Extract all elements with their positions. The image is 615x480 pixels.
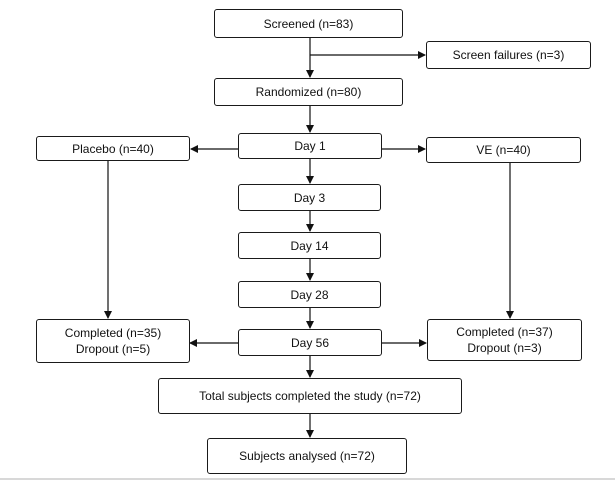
placebo-completed-box: Completed (n=35) Dropout (n=5) (36, 319, 190, 363)
day14-label: Day 14 (290, 238, 329, 253)
day28-box: Day 28 (238, 281, 381, 308)
placebo-label: Placebo (n=40) (72, 141, 154, 156)
placebo-dropout-label: Dropout (n=5) (75, 342, 151, 356)
day1-label: Day 1 (294, 139, 326, 153)
randomized-label: Randomized (n=80) (255, 85, 362, 99)
randomized-box: Randomized (n=80) (214, 78, 403, 106)
day1-box: Day 1 (238, 133, 382, 159)
day3-label: Day 3 (293, 190, 326, 205)
total-completed-label: Total subjects completed the study (n=72… (199, 389, 421, 403)
day28-label: Day 28 (290, 287, 329, 302)
ve-completed-label: Completed (n=37) (456, 325, 553, 339)
ve-dropout-label: Dropout (n=3) (467, 341, 542, 355)
subjects-analysed-label: Subjects analysed (n=72) (239, 449, 375, 463)
day56-label: Day 56 (290, 335, 330, 350)
screen-failures-label: Screen failures (n=3) (452, 48, 565, 62)
ve-box: VE (n=40) (426, 137, 581, 163)
day14-box: Day 14 (238, 232, 381, 259)
screened-label: Screened (n=83) (263, 16, 354, 31)
subjects-analysed-box: Subjects analysed (n=72) (207, 438, 407, 474)
day56-box: Day 56 (238, 329, 382, 356)
screened-box: Screened (n=83) (214, 9, 403, 38)
ve-label: VE (n=40) (476, 143, 531, 157)
screen-failures-box: Screen failures (n=3) (426, 41, 591, 69)
placebo-box: Placebo (n=40) (36, 136, 190, 161)
ve-completed-box: Completed (n=37) Dropout (n=3) (427, 319, 582, 361)
placebo-completed-label: Completed (n=35) (64, 326, 162, 340)
day3-box: Day 3 (238, 184, 381, 211)
total-completed-box: Total subjects completed the study (n=72… (158, 378, 462, 414)
bottom-divider (0, 478, 615, 480)
